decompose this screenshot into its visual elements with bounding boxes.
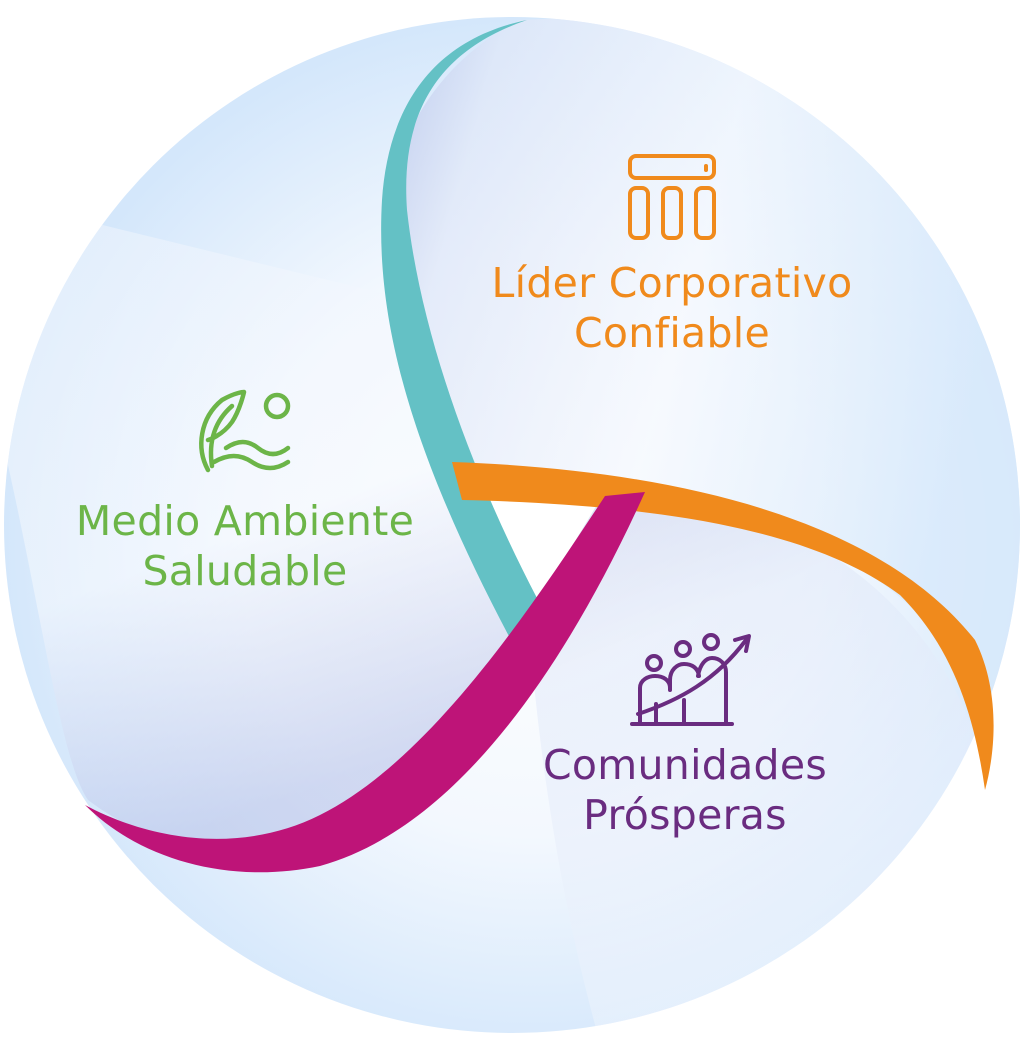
pillar-medio-title-line1: Medio Ambiente <box>75 497 415 545</box>
pillar-medio-title-line2: Saludable <box>142 547 348 595</box>
people-growth-icon <box>630 633 751 726</box>
orange-ribbon <box>452 462 994 790</box>
pillar-lider-title-line2: Confiable <box>574 309 770 357</box>
magenta-ribbon <box>85 492 645 873</box>
pillar-lider-label: Líder Corporativo Confiable <box>432 258 912 358</box>
teal-ribbon <box>381 20 538 642</box>
pillar-lider-title-line1: Líder Corporativo <box>491 259 853 307</box>
pillar-medio-label: Medio Ambiente Saludable <box>20 496 470 596</box>
pillar-comunidades-label: Comunidades Prósperas <box>460 740 910 840</box>
pillar-comunidades-title-line1: Comunidades <box>542 741 828 789</box>
leaf-water-sun-icon <box>199 389 291 473</box>
petal-top-shade <box>384 17 1020 700</box>
building-columns-icon <box>628 154 716 240</box>
pillar-comunidades-title-line2: Prósperas <box>583 791 787 839</box>
petal-left-shade <box>4 200 520 848</box>
